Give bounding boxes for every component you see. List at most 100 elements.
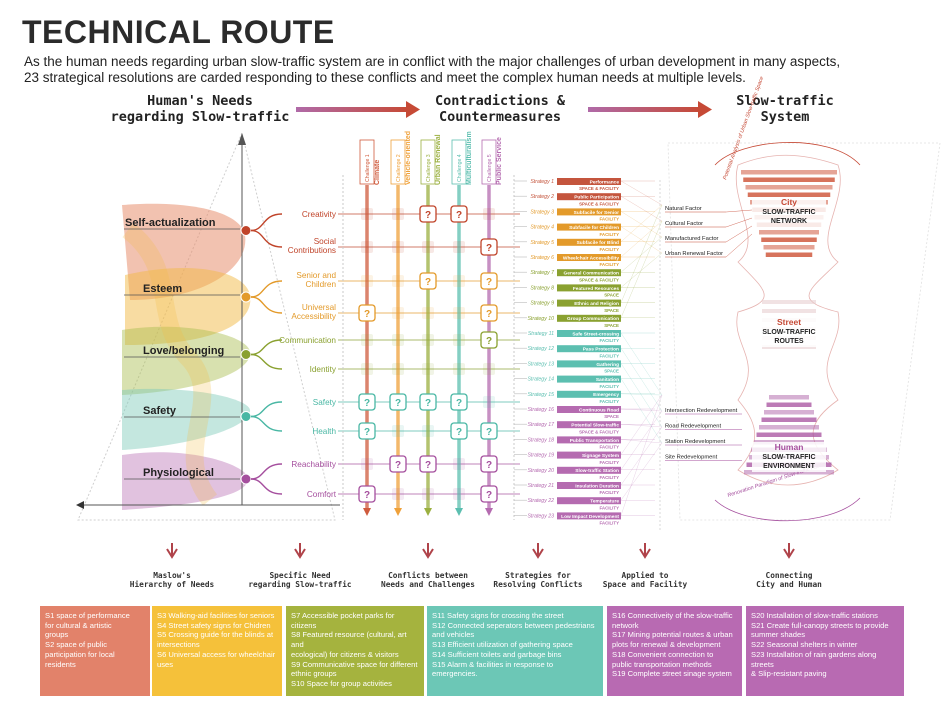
strategy-category: SPACE & FACILITY — [579, 277, 619, 282]
strategy-to-factor-line — [620, 426, 663, 486]
system-band-top — [743, 177, 835, 182]
conflict-question-box — [419, 393, 437, 411]
grid-cell — [422, 334, 434, 346]
conflict-question-mark: ? — [395, 398, 401, 409]
strategy-number: Strategy 16 — [527, 407, 554, 413]
conflict-question-mark: ? — [364, 398, 370, 409]
strategy-name-bar — [557, 345, 621, 353]
strategy-name-bar — [557, 482, 621, 489]
system-band-bottom — [756, 432, 822, 437]
strategy-name: Signage System — [582, 453, 619, 459]
system-level-tag: Human — [775, 442, 804, 452]
conflict-question-mark: ? — [486, 490, 492, 501]
system-factor-link — [725, 225, 753, 243]
strategy-name: Wheelchair Accessibility — [563, 255, 619, 261]
section-arrow-1 — [296, 101, 420, 118]
system-redevelopment: Road Redevelopment — [665, 424, 721, 430]
need-label-line: Accessibility — [291, 312, 336, 321]
challenge-tag-box — [390, 139, 406, 185]
intro-line-1: As the human needs regarding urban slow-… — [24, 54, 841, 69]
strategy-name: Low Impact Development — [561, 514, 619, 520]
strategy-category: SPACE — [604, 308, 619, 313]
summary-line: S14 Sufficient toilets and garbage bins — [432, 649, 562, 659]
summary-line: S22 Seasonal shelters in winter — [751, 640, 858, 650]
strategy-number: Strategy 7 — [530, 270, 555, 276]
summary-line: groups — [45, 630, 69, 640]
grid-cell — [422, 425, 434, 437]
need-label-line: Reachability — [291, 460, 337, 469]
system-redevelopment: Station Redevelopment — [665, 439, 726, 445]
system-band-bottom — [744, 470, 834, 475]
system-redevelopment: Intersection Redevelopment — [665, 408, 738, 414]
challenge-name: Urban Renewal — [435, 134, 442, 185]
system-factor: Cultural Factor — [665, 221, 703, 227]
strategy-number: Strategy 18 — [527, 437, 554, 443]
strategy-name-bar — [557, 436, 621, 444]
section-needs-line1: Human's Needs — [147, 93, 253, 109]
system-level-line2: NETWORK — [771, 218, 807, 225]
need-connector — [250, 415, 283, 432]
strategy-number: Strategy 9 — [530, 301, 554, 307]
strategy-category: SPACE & FACILITY — [579, 201, 619, 206]
strategy-name: Sanitation — [596, 377, 619, 383]
strategy-name-bar — [557, 406, 621, 413]
maslow-pyramid — [76, 131, 340, 521]
conflict-question-mark: ? — [486, 243, 492, 254]
conflict-question-box — [358, 485, 376, 503]
challenge-column-arrow — [363, 508, 371, 516]
conflict-question-mark: ? — [425, 277, 431, 288]
system-level-line1: SLOW-TRAFFIC — [762, 329, 815, 336]
page-title: TECHNICAL ROUTE — [22, 14, 335, 50]
system-factor-link — [725, 209, 753, 213]
flow-label-line1: Connecting — [765, 571, 813, 580]
strategy-name-bar — [557, 330, 621, 337]
summary-line: S2 space of public — [45, 640, 108, 650]
conflict-question-mark: ? — [364, 309, 370, 320]
grid-cell — [422, 488, 434, 500]
strategy-name: Gathering — [596, 362, 619, 368]
strategy-to-factor-line — [620, 204, 663, 303]
need-label-line: Social — [314, 237, 336, 246]
system-factor-link — [725, 233, 753, 258]
strategy-number: Strategy 15 — [527, 392, 554, 398]
maslow-level-node — [240, 411, 252, 422]
strategy-to-factor-line — [620, 236, 663, 273]
system-band-top — [763, 245, 815, 250]
system-band-bottom — [761, 417, 817, 422]
summary-line: S6 Universal access for wheelchair — [157, 649, 276, 659]
conflict-question-box — [389, 393, 407, 411]
summary-line: S16 Connectiveity of the slow-traffic — [612, 611, 733, 620]
strategy-number: Strategy 5 — [530, 240, 554, 246]
strategy-name-bar — [557, 360, 621, 368]
challenge-name: Climate — [374, 160, 381, 185]
strategy-name: Insulation Duration — [575, 483, 619, 489]
summary-line: S21 Create full-canopy streets to provid… — [751, 620, 889, 630]
strategy-to-factor-line — [620, 204, 663, 242]
grid-cell — [453, 307, 465, 319]
strategy-category: FACILITY — [599, 475, 619, 480]
system-frame — [667, 142, 941, 521]
system-band-bottom — [769, 395, 809, 400]
challenge-tag-box — [420, 139, 436, 185]
strategy-name-bar — [557, 223, 621, 231]
strategy-category: SPACE — [604, 323, 619, 328]
challenge-name: Vehicle-oriented — [405, 131, 412, 185]
conflict-question-box — [358, 422, 376, 440]
challenge-tag: Challenge 2 — [396, 154, 402, 182]
maslow-level-label: Safety — [143, 405, 177, 417]
summary-line: ethnic groups — [291, 669, 337, 679]
section-needs-heading: Human's Needs regarding Slow-traffic — [100, 93, 300, 125]
strategy-name: Temperature — [590, 499, 619, 505]
need-label-line: Senior and — [296, 271, 336, 280]
grid-cell — [392, 241, 404, 253]
need-connector — [250, 478, 283, 495]
strategy-number: Strategy 22 — [527, 498, 554, 504]
challenge-tag-box — [481, 139, 497, 185]
challenge-tag: Challenge 3 — [426, 154, 432, 182]
conflict-question-box — [419, 205, 437, 223]
strategy-name: Emergency — [593, 392, 619, 398]
